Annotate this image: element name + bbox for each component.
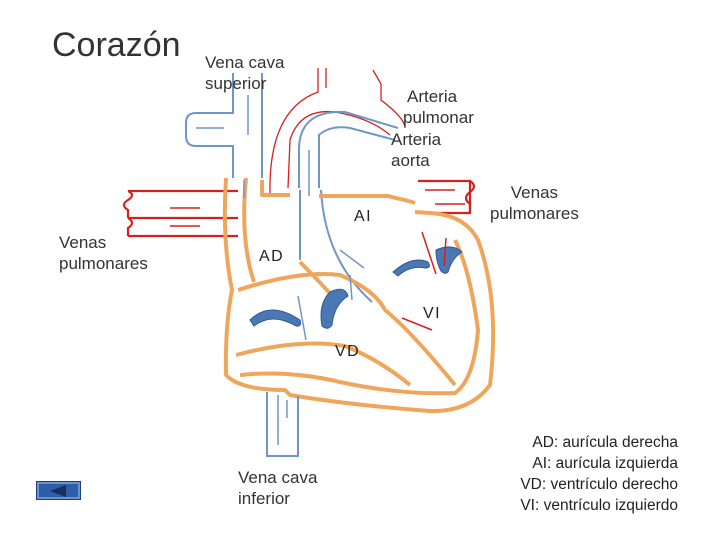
label-line: Venas [59,233,107,252]
label-line: Vena cava [238,468,318,487]
superior-vena-cava [185,73,263,178]
label-vd: VD [335,343,361,360]
label-arteria-pulmonar: Arteria pulmonar [403,86,474,128]
label-ai: AI [354,208,373,225]
flow-arrows [243,180,447,341]
inferior-vena-cava [266,392,299,457]
aortic-arch [269,68,406,196]
label-line: Vena cava [205,53,285,72]
label-vi: VI [423,305,442,322]
page-title: Corazón [52,26,181,64]
label-line: inferior [238,489,290,508]
pulmonary-artery [298,110,399,303]
label-line: Venas [510,183,559,202]
label-venas-pulmonares-left: Venas pulmonares [59,232,148,274]
label-ad: AD [259,248,285,265]
label-arteria-aorta: Arteria aorta [391,129,441,171]
legend: AD: aurícula derecha AI: aurícula izquie… [508,432,678,516]
label-line: aorta [391,151,430,170]
back-button[interactable] [36,481,81,500]
legend-item: VI: ventrículo izquierdo [520,497,678,514]
label-line: superior [205,74,267,93]
label-venas-pulmonares-right: Venas pulmonares [490,182,579,224]
label-line: pulmonares [59,254,148,273]
pulmonary-veins-left [122,189,238,238]
label-vena-cava-superior: Vena cava superior [205,52,284,94]
tricuspid-valve-left [249,309,301,327]
pulmonary-veins-right [418,179,476,215]
left-triangle-icon [50,485,66,497]
label-line: Arteria [391,130,442,149]
mitral-valve-right [435,246,463,274]
tricuspid-valve-right [320,288,349,329]
label-vena-cava-inferior: Vena cava inferior [238,467,317,509]
mitral-valve-left [392,259,430,277]
legend-item: AD: aurícula derecha [532,434,678,451]
label-line: pulmonares [490,204,579,223]
label-line: Arteria [407,87,458,106]
label-line: pulmonar [403,108,474,127]
legend-item: VD: ventrículo derecho [520,476,678,493]
legend-item: AI: aurícula izquierda [532,455,678,472]
heart-valves [249,246,463,329]
heart-wall [222,177,496,414]
